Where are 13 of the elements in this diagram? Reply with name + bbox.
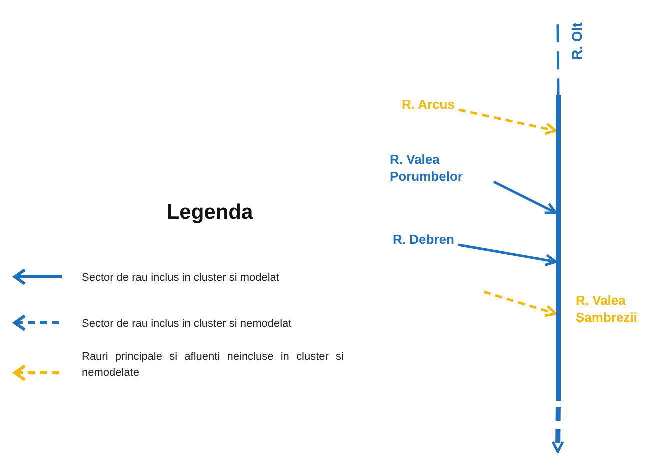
river-label: R. Olt	[569, 22, 586, 60]
legend-text: Rauri principale si afluenti neincluse in cluster si nemodelate	[82, 350, 344, 381]
legend-text: Sector de rau inclus in cluster si nemodelat	[82, 317, 293, 332]
arrow	[458, 108, 558, 136]
legend-text: Sector de rau inclus in cluster si modelat	[82, 271, 280, 286]
arrow	[493, 180, 558, 214]
river-label: R. Valea Sambrezii	[576, 292, 638, 326]
legend-title: Legenda	[166, 201, 254, 225]
arrow	[484, 290, 558, 318]
river-label: R. Debren	[393, 231, 454, 248]
river-label: R. Arcus	[402, 96, 455, 113]
arrow	[458, 244, 558, 266]
river-label: R. Valea Porumbelor	[390, 151, 490, 185]
